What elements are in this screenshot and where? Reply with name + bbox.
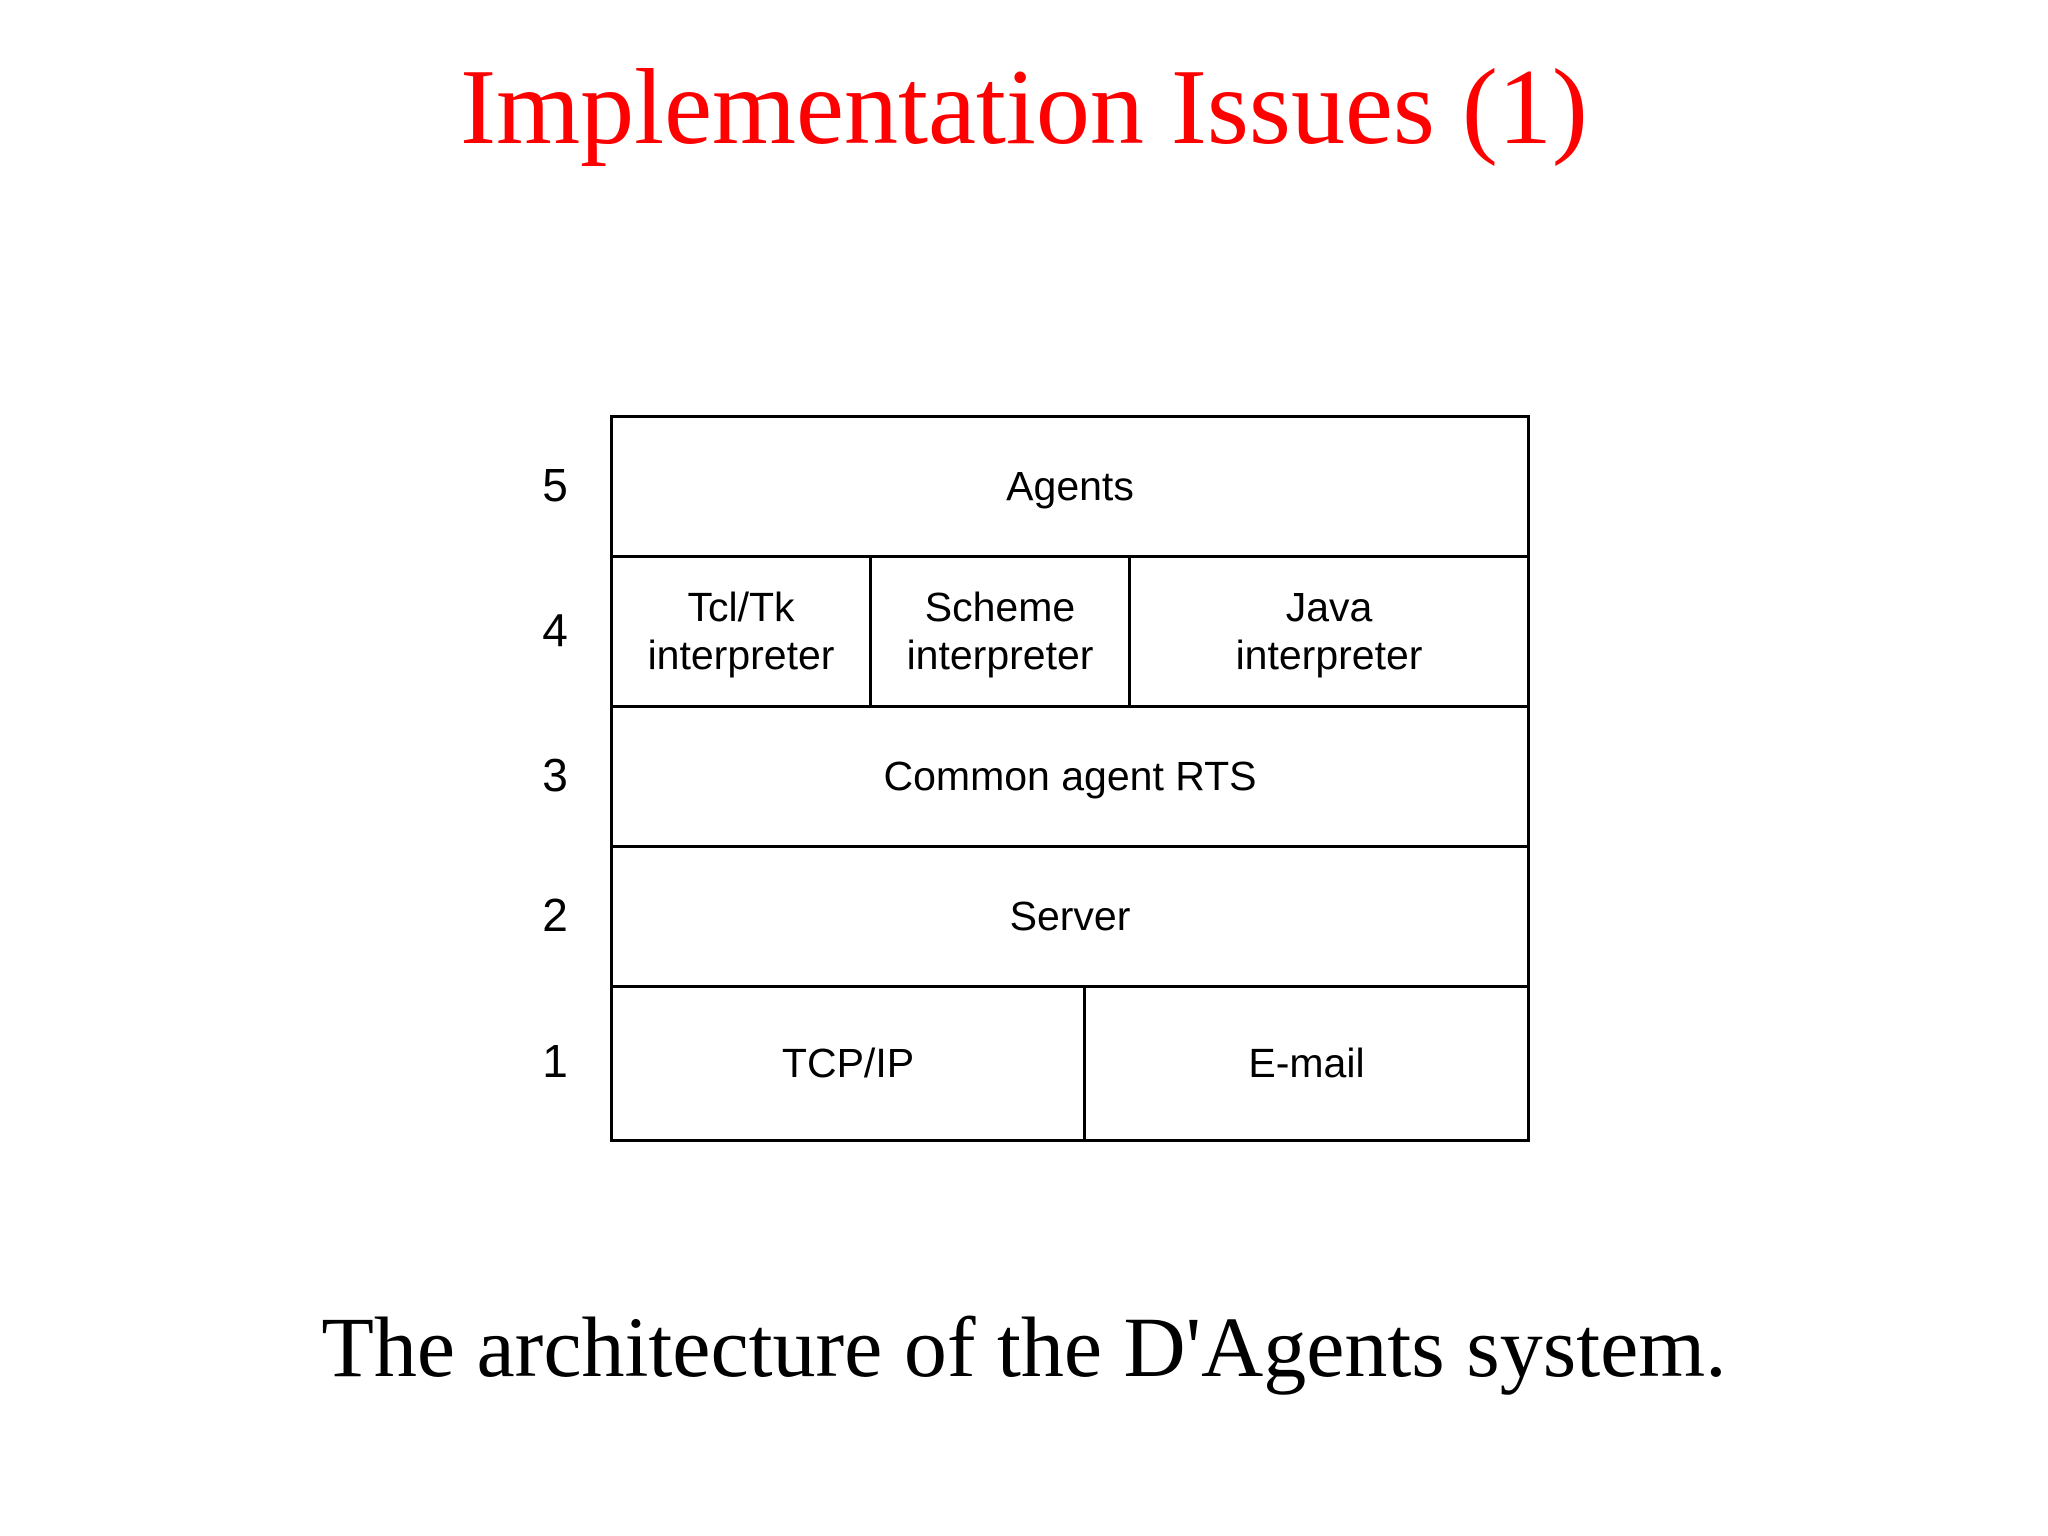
layer-number-1: 1 [542,1034,568,1087]
layer-row-3: Common agent RTS [613,708,1527,848]
layer-row-5: Agents [613,418,1527,558]
layer-number-2: 2 [542,889,568,941]
scheme-line1: Scheme [924,583,1076,630]
figure-caption: The architecture of the D'Agents system. [321,1299,1727,1395]
layer-number-3: 3 [542,749,568,801]
layer-cell-tcp-ip: TCP/IP [613,988,1083,1139]
layer-cell-common-agent-rts: Common agent RTS [613,708,1527,845]
layer-cell-server: Server [613,848,1527,985]
layer-cell-email: E-mail [1083,988,1527,1139]
layer-row-4: Tcl/Tk interpreter Scheme interpreter Ja… [613,558,1527,708]
tcl-tk-line2: interpreter [647,631,835,678]
layer-number-5: 5 [542,459,568,511]
layer-cell-tcl-tk-interpreter: Tcl/Tk interpreter [613,558,869,705]
layer-cell-scheme-interpreter: Scheme interpreter [869,558,1128,705]
page-title: Implementation Issues (1) [460,48,1588,167]
layer-row-1: TCP/IP E-mail [613,988,1527,1139]
tcl-tk-line1: Tcl/Tk [687,583,795,630]
scheme-line2: interpreter [906,631,1094,678]
layer-number-gutter: 5 4 3 2 1 [500,415,610,1142]
layer-row-2: Server [613,848,1527,988]
layer-number-4: 4 [542,604,568,656]
java-line2: interpreter [1235,631,1423,678]
java-line1: Java [1285,583,1373,630]
layer-stack: Agents Tcl/Tk interpreter Scheme interpr… [610,415,1530,1142]
layer-cell-agents: Agents [613,418,1527,555]
layer-cell-java-interpreter: Java interpreter [1128,558,1527,705]
architecture-diagram: 5 4 3 2 1 Agents Tcl/Tk interpreter [500,415,1530,1142]
